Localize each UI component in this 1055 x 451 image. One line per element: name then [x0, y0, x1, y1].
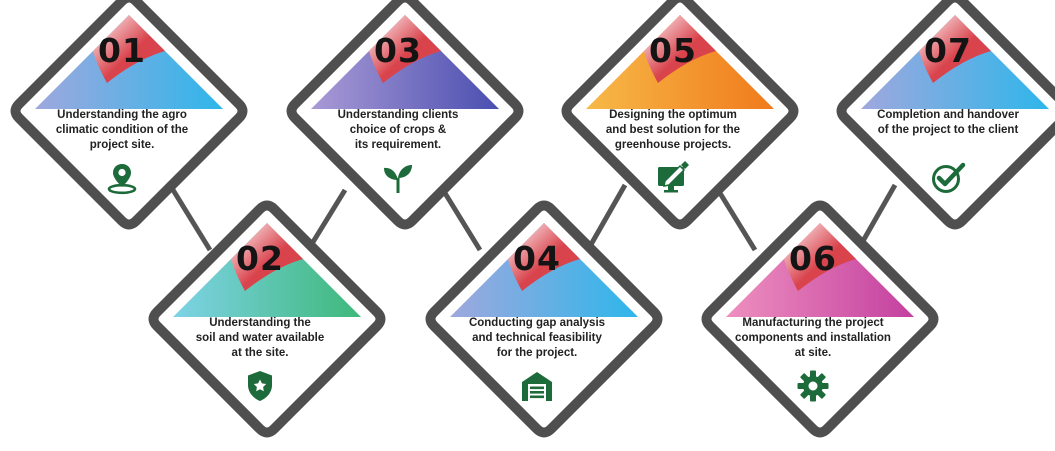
step-number-03: 03	[273, 31, 523, 70]
step-text-03: Understanding clients choice of crops & …	[318, 108, 478, 153]
step-card-07: 07 Completion and handover of the projec…	[823, 0, 1055, 243]
step-text-01: Understanding the agro climatic conditio…	[42, 108, 202, 153]
gear-icon	[796, 369, 830, 403]
sprout-icon	[381, 161, 415, 195]
step-text-05: Designing the optimum and best solution …	[593, 108, 753, 153]
shield-star-icon	[243, 369, 277, 403]
step-text-02: Understanding the soil and water availab…	[180, 316, 340, 361]
step-number-04: 04	[412, 239, 662, 278]
step-text-07: Completion and handover of the project t…	[868, 108, 1028, 138]
step-text-04: Conducting gap analysis and technical fe…	[457, 316, 617, 361]
step-number-06: 06	[688, 239, 938, 278]
step-number-05: 05	[548, 31, 798, 70]
process-diagram: 01 Understanding the agro climatic condi…	[0, 0, 1055, 429]
location-pin-icon	[105, 161, 139, 195]
check-circle-icon	[931, 161, 965, 195]
step-number-07: 07	[823, 31, 1055, 70]
garage-icon	[520, 369, 554, 403]
step-text-06: Manufacturing the project components and…	[733, 316, 893, 361]
step-number-01: 01	[0, 31, 247, 70]
design-monitor-icon	[656, 161, 690, 195]
step-number-02: 02	[135, 239, 385, 278]
